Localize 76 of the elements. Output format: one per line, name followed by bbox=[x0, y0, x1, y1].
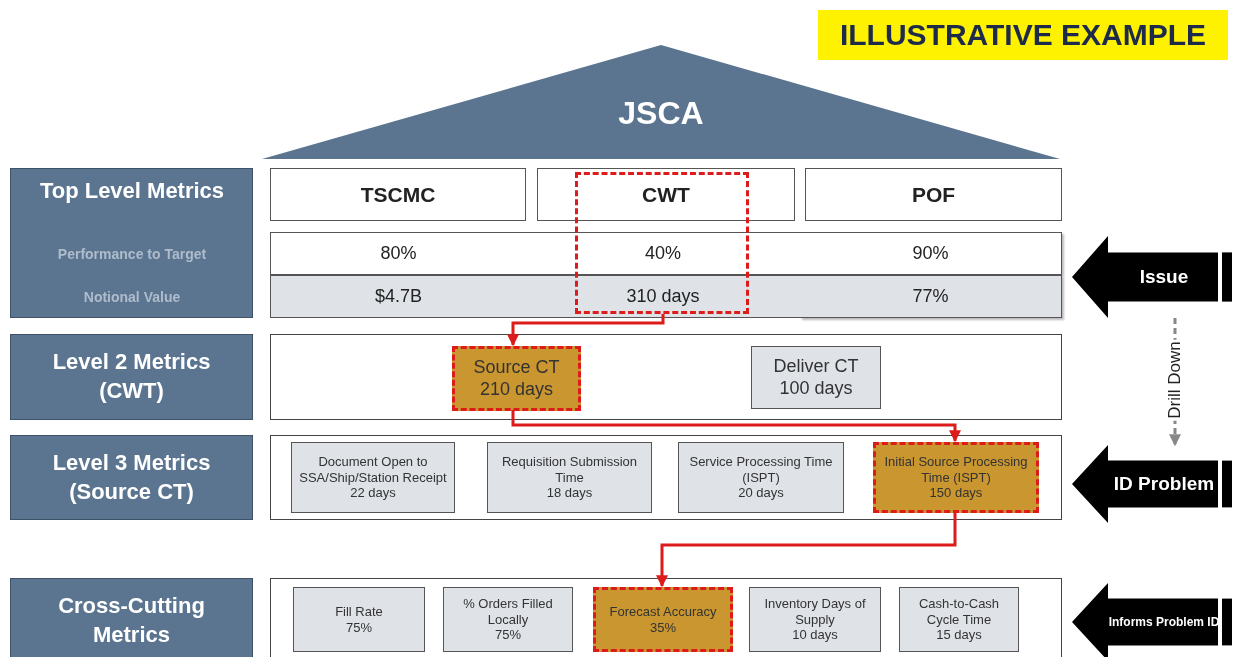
dashed-arrow bbox=[1169, 318, 1181, 447]
metric-label: 10 days bbox=[792, 627, 838, 643]
metric-label: Fill Rate bbox=[335, 603, 383, 620]
value-label: $4.7B bbox=[374, 286, 422, 307]
metric-label: 15 days bbox=[936, 627, 982, 643]
metric-box bbox=[293, 587, 425, 652]
metric-box bbox=[452, 346, 581, 411]
connector-arrow bbox=[511, 410, 961, 443]
metric-label: 75% bbox=[346, 619, 372, 636]
arrow-label: ID Problem bbox=[1113, 473, 1215, 495]
arrow-label: Issue bbox=[1139, 266, 1189, 288]
value-cell bbox=[800, 275, 1062, 318]
header-panel bbox=[10, 334, 253, 420]
metric-label: Service Processing Time (ISPT) bbox=[688, 454, 834, 486]
metric-label: Requisition Submission Time bbox=[500, 454, 639, 486]
metric-box bbox=[291, 442, 455, 513]
header-label: Level 3 Metrics (Source CT) bbox=[51, 448, 212, 506]
metric-cell bbox=[537, 168, 795, 221]
metric-box bbox=[873, 442, 1039, 513]
metric-label: % Orders Filled Locally bbox=[462, 596, 554, 628]
value-label: 80% bbox=[380, 243, 417, 264]
metric-label: 22 days bbox=[350, 485, 396, 501]
metric-label: Inventory Days of Supply bbox=[763, 596, 867, 628]
header-panel bbox=[10, 578, 253, 657]
metric-name: TSCMC bbox=[360, 182, 436, 207]
stamp-label: ILLUSTRATIVE EXAMPLE bbox=[839, 18, 1207, 52]
roof-shape bbox=[262, 45, 1060, 159]
value-cell bbox=[270, 275, 526, 318]
callout-arrow bbox=[1072, 236, 1234, 318]
header-label: Top Level Metrics bbox=[39, 176, 225, 205]
metric-label: 150 days bbox=[929, 485, 983, 501]
connector-arrow bbox=[507, 314, 665, 347]
metric-label: 35% bbox=[650, 619, 676, 636]
metric-label: Deliver CT bbox=[773, 355, 859, 378]
metric-name: POF bbox=[911, 182, 956, 207]
metric-box bbox=[678, 442, 844, 513]
metrics-panel bbox=[270, 578, 1062, 657]
metric-label: Forecast Accuracy bbox=[609, 603, 717, 620]
metric-label: 100 days bbox=[779, 377, 853, 400]
metric-name: CWT bbox=[642, 182, 690, 207]
metric-label: Initial Source Processing Time (ISPT) bbox=[883, 454, 1029, 486]
metric-label: Source CT bbox=[473, 356, 560, 379]
value-cell bbox=[270, 232, 526, 275]
metric-cell bbox=[270, 168, 526, 221]
row-label: Performance to Target bbox=[57, 244, 207, 264]
metric-cell bbox=[805, 168, 1062, 221]
metric-label: 75% bbox=[495, 627, 521, 643]
metric-label: 210 days bbox=[479, 378, 554, 401]
metric-label: 18 days bbox=[546, 485, 593, 501]
metric-label: 20 days bbox=[738, 485, 784, 501]
metric-box bbox=[443, 587, 573, 652]
value-cell bbox=[800, 232, 1062, 275]
header-panel bbox=[10, 168, 253, 318]
highlight-frame bbox=[575, 172, 749, 314]
metric-box bbox=[593, 587, 733, 652]
value-label: 77% bbox=[912, 286, 949, 307]
header-panel bbox=[10, 435, 253, 520]
header-label: Level 2 Metrics (CWT) bbox=[51, 348, 212, 405]
metric-label: Cash-to-Cash Cycle Time bbox=[917, 596, 1001, 628]
callout-arrow bbox=[1072, 583, 1234, 657]
metrics-panel bbox=[270, 334, 1062, 420]
roof-title: JSCA bbox=[618, 94, 704, 132]
header-label: Cross-Cutting Metrics bbox=[57, 591, 206, 649]
value-label: 40% bbox=[645, 243, 681, 264]
metric-box bbox=[899, 587, 1019, 652]
row-label: Notional Value bbox=[83, 287, 181, 307]
stamp-banner bbox=[818, 10, 1228, 60]
callout-arrow bbox=[1072, 445, 1234, 523]
connector-arrow bbox=[656, 512, 957, 588]
value-label: 90% bbox=[912, 243, 949, 264]
value-label: 310 days bbox=[626, 286, 700, 307]
metric-label: Document Open to SSA/Ship/Station Receipt bbox=[298, 454, 448, 486]
metric-box bbox=[749, 587, 881, 652]
metric-box bbox=[751, 346, 881, 409]
metric-box bbox=[487, 442, 652, 513]
metrics-panel bbox=[270, 435, 1062, 520]
